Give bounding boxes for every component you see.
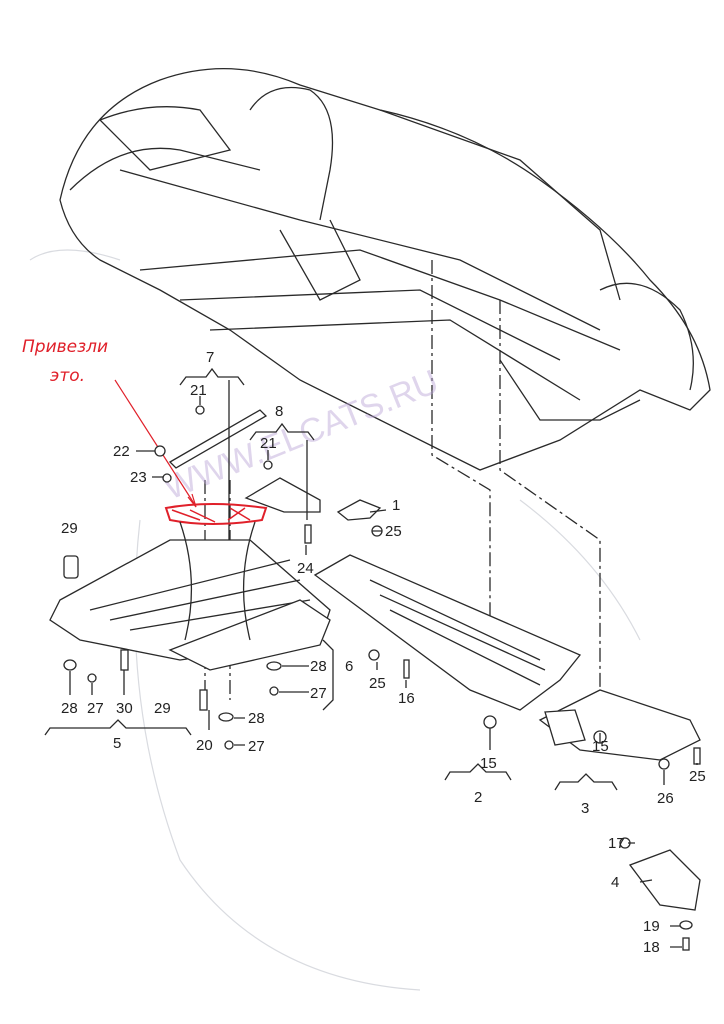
callout-26: 26 <box>657 790 674 807</box>
callout-19: 19 <box>643 918 660 935</box>
callout-8: 8 <box>275 403 283 420</box>
callout-30: 30 <box>116 700 133 717</box>
callout-16: 16 <box>398 690 415 707</box>
callout-6: 6 <box>345 658 353 675</box>
callout-18: 18 <box>643 939 660 956</box>
handwritten-annotation: Привезли это. <box>22 337 197 508</box>
callout-7: 7 <box>206 349 214 366</box>
callout-1: 1 <box>392 497 400 514</box>
annotation-line-1: Привезли <box>22 337 108 357</box>
callout-25: 25 <box>385 523 402 540</box>
callout-24: 24 <box>297 560 314 577</box>
callout-21: 21 <box>260 435 277 452</box>
callout-3: 3 <box>581 800 589 817</box>
callout-23: 23 <box>130 469 147 486</box>
part-4-bracket <box>628 849 701 911</box>
callout-4: 4 <box>611 874 619 891</box>
callout-27: 27 <box>87 700 104 717</box>
callout-5: 5 <box>113 735 121 752</box>
annotation-line-2: это. <box>50 366 85 386</box>
callout-20: 20 <box>196 737 213 754</box>
callout-28: 28 <box>248 710 265 727</box>
callout-27: 27 <box>248 738 265 755</box>
callout-22: 22 <box>113 443 130 460</box>
callout-29: 29 <box>61 520 78 537</box>
callout-15: 15 <box>480 755 497 772</box>
bracket-8 <box>244 422 321 520</box>
underbody-shield-2 <box>313 554 582 781</box>
callout-28: 28 <box>61 700 78 717</box>
part-1-clip <box>336 499 382 521</box>
callout-21: 21 <box>190 382 207 399</box>
callout-29: 29 <box>154 700 171 717</box>
callout-17: 17 <box>608 835 625 852</box>
callout-25: 25 <box>369 675 386 692</box>
underbody-shield-3 <box>538 689 701 791</box>
car-body-underside <box>59 67 711 471</box>
callout-2: 2 <box>474 789 482 806</box>
callout-27: 27 <box>310 685 327 702</box>
fasteners <box>63 405 701 951</box>
callout-15: 15 <box>592 738 609 755</box>
callout-28: 28 <box>310 658 327 675</box>
underbody-shield-6 <box>168 599 334 711</box>
callout-25: 25 <box>689 768 706 785</box>
callout-labels: 7 21 8 21 22 23 1 25 29 24 6 28 27 25 16… <box>61 349 706 956</box>
leader-lines <box>69 396 698 948</box>
